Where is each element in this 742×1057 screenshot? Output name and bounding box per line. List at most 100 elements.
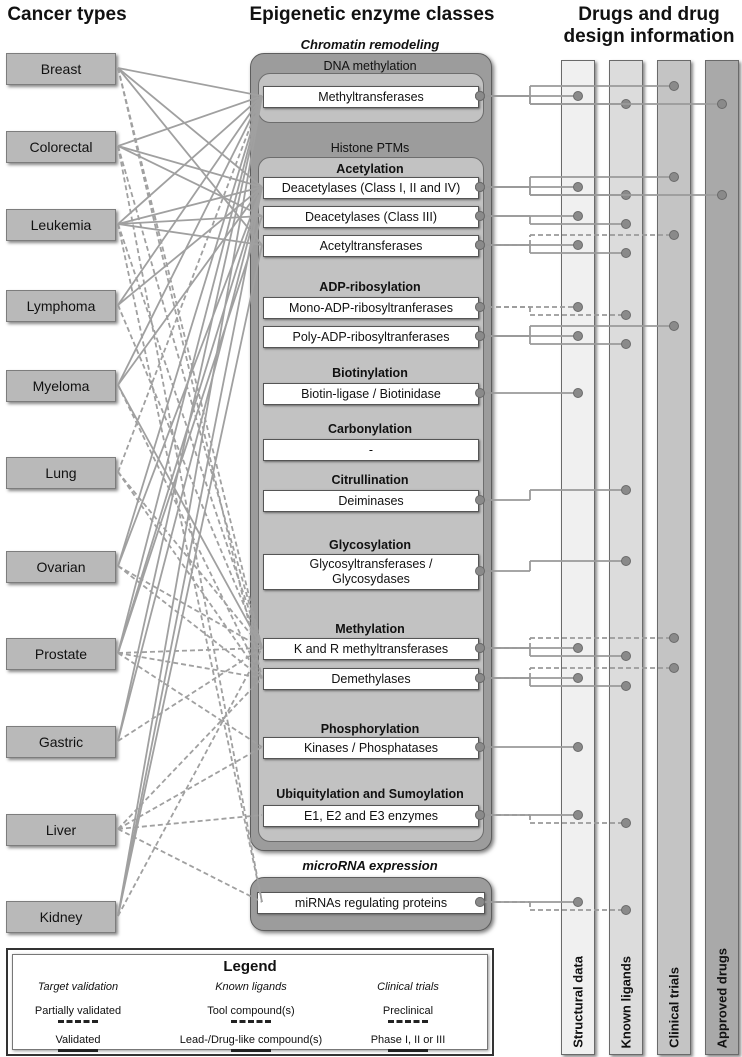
cancer-enzyme-link [117,95,263,386]
cancer-enzyme-link [117,95,263,225]
cancer-enzyme-link [117,95,263,567]
cancer-enzyme-link [117,145,263,188]
cancer-prostate: Prostate [6,638,116,670]
cancer-enzyme-link [117,647,263,917]
cancer-enzyme-link [117,223,263,246]
enzyme-glycosyltransferases: Glycosyltransferases / Glycosydases [263,554,479,590]
enzyme-carbonylation: - [263,439,479,461]
legend-frame: Legend Target validation Partially valid… [12,954,488,1052]
legend-partially-validated: Partially validated [34,1005,122,1017]
legend-preclinical: Preclinical [382,1005,434,1017]
enzyme-methyltransferases: Methyltransferases [263,86,479,108]
enzyme-glycosyltransferases-line2: Glycosydases [332,572,410,586]
microrna-expression-title: microRNA expression [302,858,438,873]
enzyme-mono-adp-ribosyltransferases: Mono-ADP-ribosyltranferases [263,297,479,319]
cancer-enzyme-link [117,67,263,97]
histone-ptms-label: Histone PTMs [330,141,410,155]
cancer-enzyme-link [117,95,263,742]
known-ligands-column: Known ligands [609,60,643,1055]
drugs-header-line2: design information [563,26,735,47]
legend-known-ligands-heading: Known ligands [215,981,287,993]
legend-target-validation-heading: Target validation [37,981,119,993]
cancer-enzyme-link [117,186,263,742]
cancer-myeloma: Myeloma [6,370,116,402]
legend-phase: Phase I, II or III [370,1034,446,1046]
legend-partially-validated-line [58,1020,98,1023]
structural-data-label: Structural data [570,956,586,1048]
cancer-breast: Breast [6,53,116,85]
cancer-kidney: Kidney [6,901,116,933]
enzyme-glycosyltransferases-line1: Glycosyltransferases / [309,557,433,571]
legend-tool-compounds: Tool compound(s) [207,1005,295,1017]
clinical-trials-label: Clinical trials [666,967,682,1048]
legend-lead-compounds: Lead-/Drug-like compound(s) [179,1034,323,1046]
cancer-enzyme-link [117,828,263,903]
drugs-header: Drugs and drug design information [556,4,742,48]
enzyme-classes-header: Epigenetic enzyme classes [249,4,495,25]
cancer-enzyme-link [117,647,263,654]
cancer-enzyme-link [117,677,263,830]
cancer-enzyme-link [117,186,263,386]
cancer-enzyme-link [117,186,263,567]
cancer-types-header: Cancer types [7,4,127,25]
cancer-enzyme-link [117,215,263,225]
legend-tool-compounds-line [231,1020,271,1023]
cancer-enzyme-link [117,652,263,748]
cancer-enzyme-link [117,471,263,679]
group-ubiquitylation: Ubiquitylation and Sumoylation [276,787,464,801]
cancer-enzyme-link [117,145,263,217]
approved-drugs-column: Approved drugs [705,60,739,1055]
approved-drugs-label: Approved drugs [714,947,730,1048]
group-citrullination: Citrullination [331,473,409,487]
cancer-enzyme-link [117,384,263,649]
cancer-enzyme-link [117,95,263,654]
legend-validated-line [58,1049,98,1052]
enzyme-deacetylases-class-1-2-4: Deacetylases (Class I, II and IV) [263,177,479,199]
enzyme-deiminases: Deiminases [263,490,479,512]
cancer-colorectal: Colorectal [6,131,116,163]
enzyme-acetyltransferases: Acetyltransferases [263,235,479,257]
cancer-enzyme-link [117,384,263,679]
legend-title: Legend [223,958,277,975]
cancer-enzyme-link [117,223,263,903]
enzyme-deacetylases-class-3: Deacetylases (Class III) [263,206,479,228]
enzyme-k-r-methyltransferases: K and R methyltransferases [263,638,479,660]
clinical-trials-column: Clinical trials [657,60,691,1055]
cancer-enzyme-link [117,145,263,903]
cancer-enzyme-link [117,186,263,917]
cancer-enzyme-link [117,67,263,188]
group-phosphorylation: Phosphorylation [320,722,420,736]
group-methylation: Methylation [335,622,405,636]
group-adp-ribosylation: ADP-ribosylation [319,280,421,294]
cancer-enzyme-link [117,565,263,679]
dna-methylation-label: DNA methylation [323,59,417,73]
group-acetylation: Acetylation [336,162,404,176]
cancer-enzyme-link [117,565,263,649]
cancer-enzyme-link [117,223,263,649]
legend: Legend Target validation Partially valid… [6,948,494,1056]
chromatin-remodeling-title: Chromatin remodeling [300,37,440,52]
cancer-enzyme-link [117,95,263,473]
legend-phase-line [388,1049,428,1052]
structural-data-column: Structural data [561,60,595,1055]
cancer-enzyme-link [117,67,263,679]
legend-lead-compounds-line [231,1049,271,1052]
cancer-enzyme-link [117,471,263,649]
cancer-enzyme-link [117,186,263,654]
legend-validated: Validated [55,1034,101,1046]
group-glycosylation: Glycosylation [329,538,411,552]
enzyme-e1-e2-e3: E1, E2 and E3 enzymes [263,805,479,827]
cancer-enzyme-link [117,67,263,649]
cancer-enzyme-link [117,652,263,679]
enzyme-mirnas-regulating-proteins: miRNAs regulating proteins [257,892,485,914]
enzyme-poly-adp-ribosyltransferases: Poly-ADP-ribosyltranferases [263,326,479,348]
legend-clinical-trials-heading: Clinical trials [377,981,439,993]
legend-preclinical-line [388,1020,428,1023]
cancer-enzyme-link [117,647,263,742]
cancer-enzyme-link [117,186,263,225]
cancer-lymphoma: Lymphoma [6,290,116,322]
group-carbonylation: Carbonylation [327,422,413,436]
cancer-enzyme-link [117,95,263,306]
drugs-header-line1: Drugs and drug [578,4,720,25]
cancer-enzyme-link [117,67,263,246]
